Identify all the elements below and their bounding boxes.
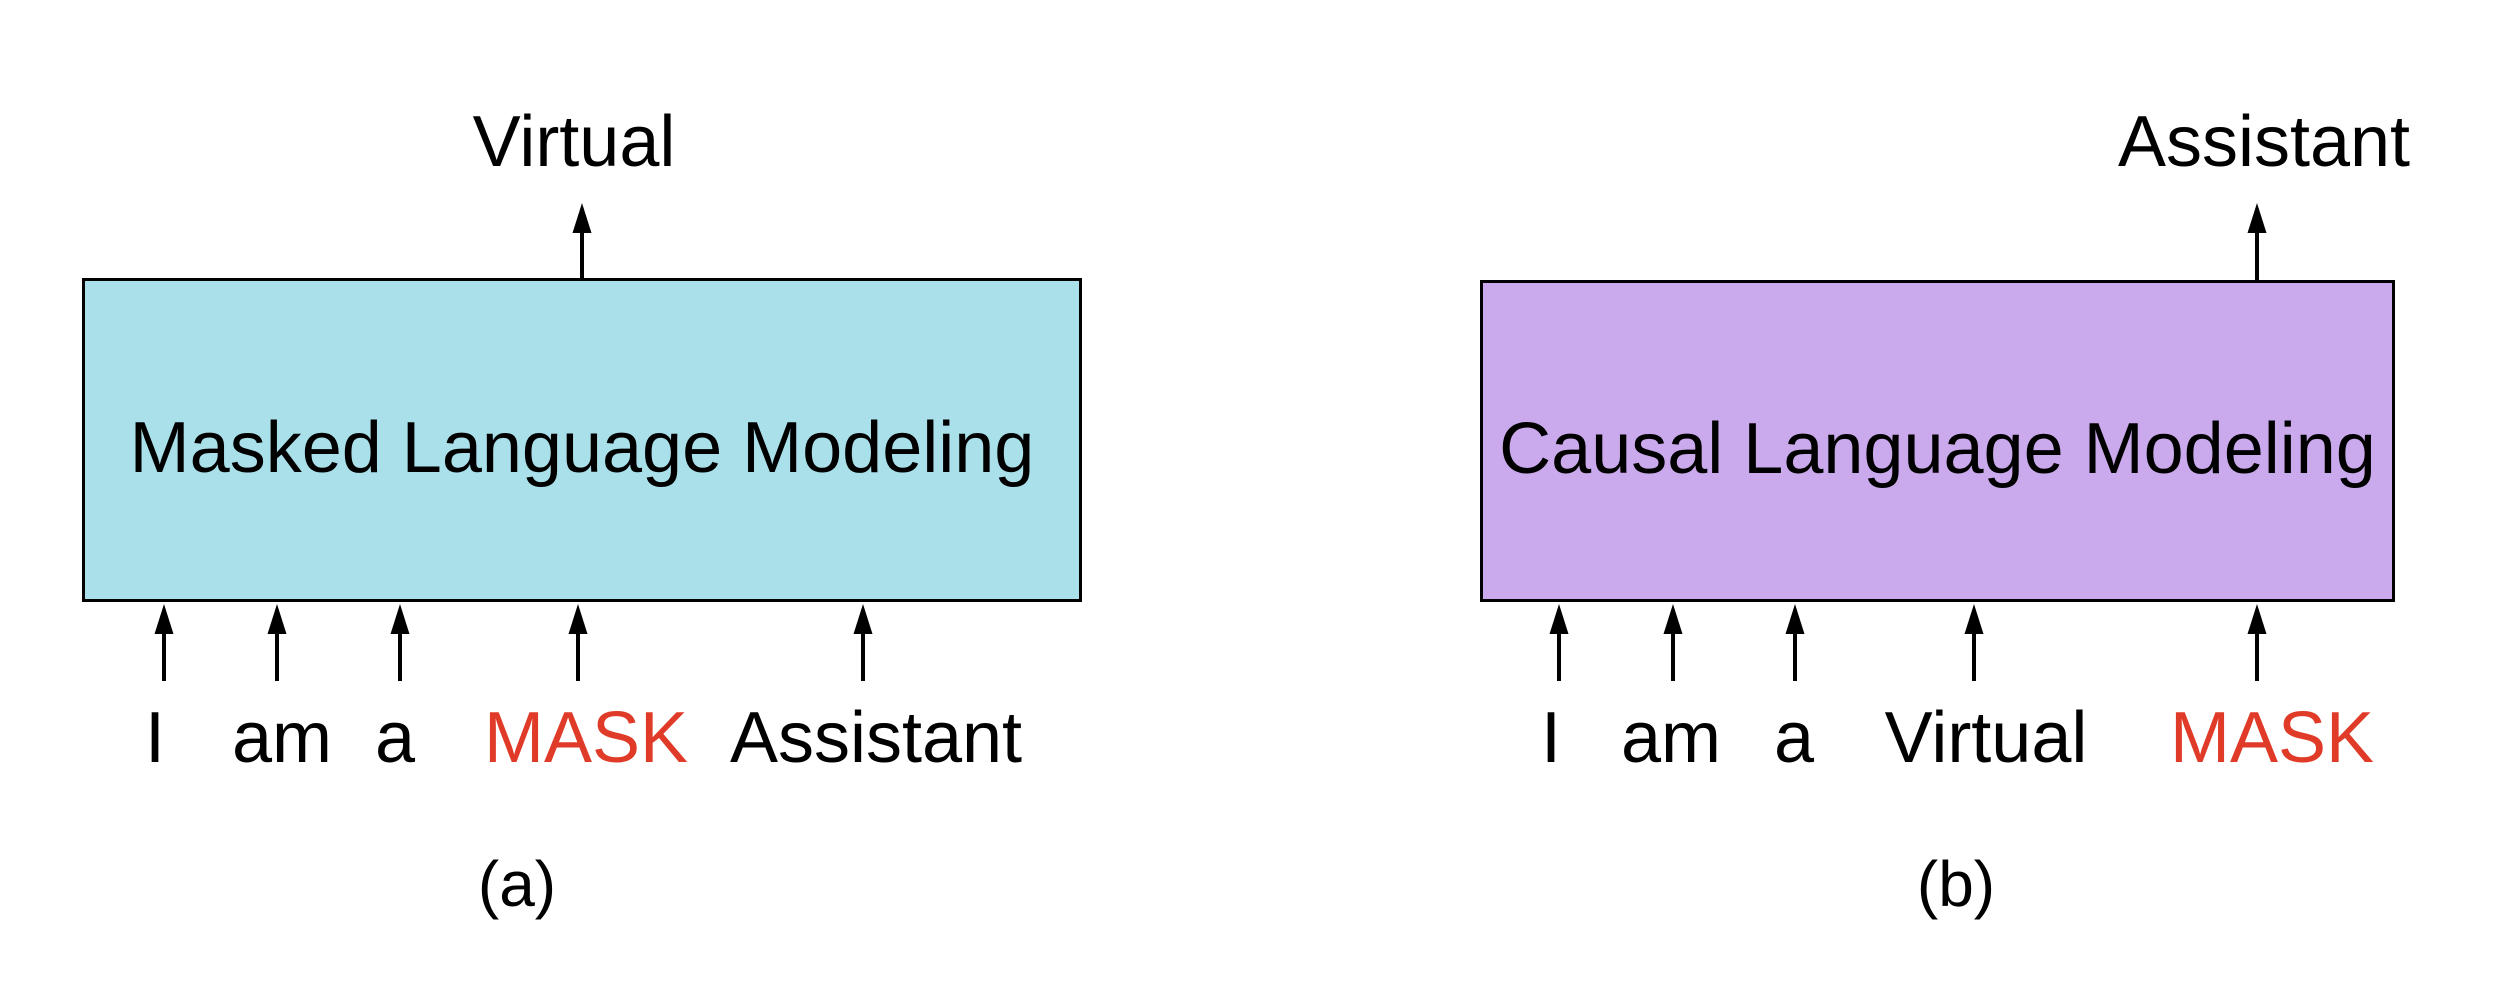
panel-caption: (a) — [477, 848, 557, 920]
input-token: am — [1620, 698, 1722, 778]
input-token-mask: MASK — [483, 698, 689, 778]
input-token: a — [374, 698, 416, 778]
input-arrow-icon — [853, 604, 873, 681]
input-arrow-icon — [1663, 604, 1683, 681]
output-token-label: Virtual — [472, 102, 676, 182]
clm-box-label: Causal Language Modeling — [1499, 409, 2376, 489]
input-arrow-icon — [267, 604, 287, 681]
input-token: I — [1540, 698, 1562, 778]
output-arrow-icon — [572, 203, 592, 280]
mlm-box-label: Masked Language Modeling — [129, 408, 1035, 488]
mlm-box: Masked Language Modeling — [82, 278, 1082, 602]
input-arrow-icon — [1785, 604, 1805, 681]
input-arrow-icon — [568, 604, 588, 681]
input-arrow-icon — [2247, 604, 2267, 681]
input-token: Assistant — [729, 698, 1023, 778]
panel-caption: (b) — [1916, 848, 1996, 920]
input-arrow-icon — [154, 604, 174, 681]
input-arrow-icon — [1964, 604, 1984, 681]
input-arrow-icon — [390, 604, 410, 681]
output-token-label: Assistant — [2117, 102, 2411, 182]
input-token: a — [1773, 698, 1815, 778]
clm-box: Causal Language Modeling — [1480, 280, 2395, 602]
input-token: I — [144, 698, 166, 778]
output-arrow-icon — [2247, 203, 2267, 280]
input-arrow-icon — [1549, 604, 1569, 681]
input-token-mask: MASK — [2169, 698, 2375, 778]
input-token: Virtual — [1884, 698, 2088, 778]
input-token: am — [231, 698, 333, 778]
